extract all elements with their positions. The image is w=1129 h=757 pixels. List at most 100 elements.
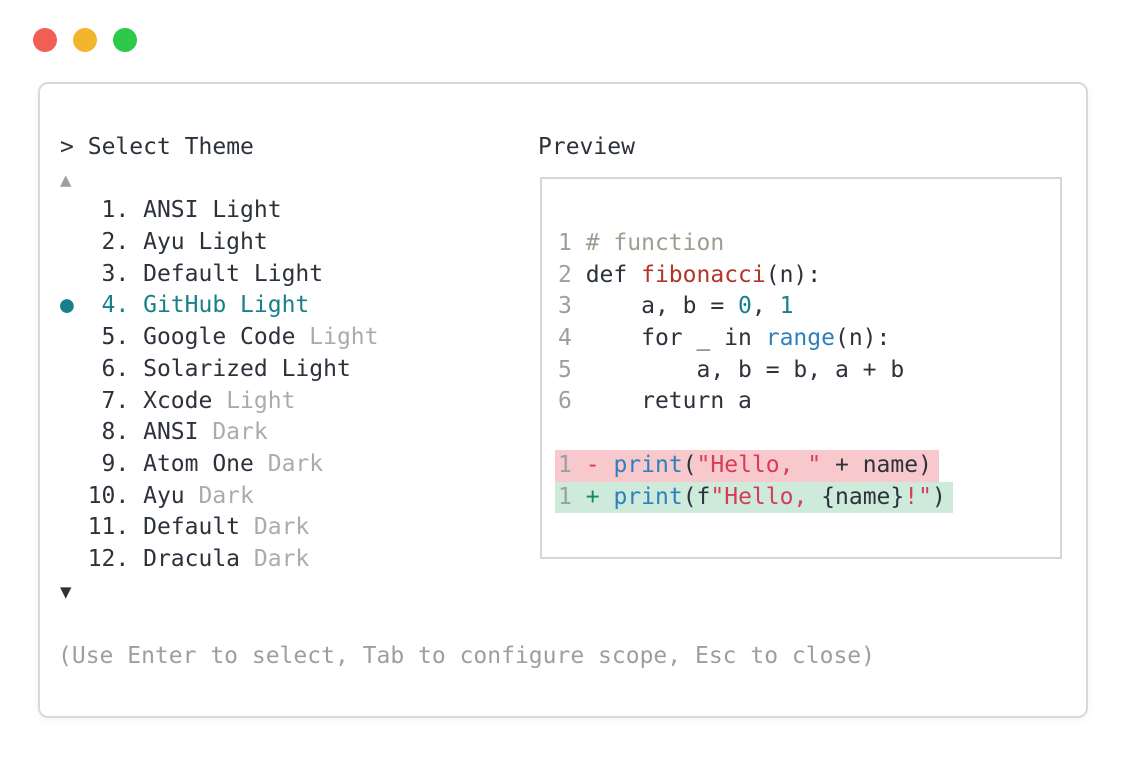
keyboard-hint: (Use Enter to select, Tab to configure s… <box>58 643 875 669</box>
theme-option-variant: Dark <box>212 419 268 446</box>
bullet-placeholder <box>60 261 88 287</box>
code-token: 3 <box>558 293 572 320</box>
code-token: 1 <box>558 483 572 510</box>
code-token: , <box>751 293 780 320</box>
theme-option-11[interactable]: 11. Default Dark <box>60 512 379 544</box>
theme-option-label: 10. Ayu <box>87 482 199 509</box>
code-line-1: 1 # function <box>558 228 953 260</box>
bullet-placeholder <box>60 388 88 414</box>
theme-option-variant: Light <box>309 324 379 351</box>
bullet-placeholder <box>60 451 88 477</box>
code-token: 2 <box>558 261 572 288</box>
theme-option-label: 7. Xcode <box>87 387 227 414</box>
theme-option-label: 9. Atom One <box>87 450 268 477</box>
theme-option-variant: Dark <box>267 450 324 477</box>
scroll-up-icon[interactable]: ▲ <box>60 168 72 191</box>
code-token: range <box>765 325 835 352</box>
code-token: 5 <box>558 356 572 383</box>
select-theme-prompt: > Select Theme <box>60 132 379 164</box>
bullet-placeholder <box>60 546 88 572</box>
code-line-3: 3 a, b = 0, 1 <box>558 291 953 323</box>
code-token: 0 <box>738 293 752 320</box>
theme-option-label: 6. Solarized Light <box>87 355 351 382</box>
code-token: 1 <box>779 293 794 320</box>
theme-option-12[interactable]: 12. Dracula Dark <box>60 544 379 576</box>
code-token: ) <box>931 483 946 510</box>
theme-option-variant: Light <box>226 387 296 414</box>
code-token: 1 <box>558 451 572 478</box>
code-token <box>600 452 614 478</box>
code-token: print <box>613 451 683 478</box>
bullet-placeholder <box>60 483 88 509</box>
theme-option-3[interactable]: 3. Default Light <box>60 259 379 291</box>
theme-option-label: 3. Default Light <box>87 260 324 287</box>
selected-bullet-icon: ● <box>60 292 88 319</box>
prompt-symbol: > <box>60 134 74 160</box>
code-token <box>600 484 614 510</box>
code-token: "Hello, <box>710 483 822 510</box>
scroll-down-icon[interactable]: ▼ <box>60 580 72 603</box>
theme-option-label: 12. Dracula <box>87 545 254 572</box>
code-token: return a <box>571 388 752 415</box>
theme-option-label: 5. Google Code <box>87 324 310 351</box>
window-controls <box>33 28 137 52</box>
code-token: "Hello, " <box>696 451 822 478</box>
code-token: (f <box>682 483 711 510</box>
theme-option-label: 11. Default <box>87 514 254 541</box>
bullet-placeholder <box>60 356 88 382</box>
code-token: a, b = <box>571 293 739 320</box>
theme-option-variant: Dark <box>253 514 310 541</box>
theme-option-10[interactable]: 10. Ayu Dark <box>60 481 379 513</box>
theme-option-1[interactable]: 1. ANSI Light <box>60 195 379 227</box>
code-token: 1 <box>558 230 572 256</box>
theme-picker-window: > Select Theme ▲ 1. ANSI Light 2. Ayu Li… <box>38 82 1088 718</box>
code-token: # function <box>585 230 725 256</box>
code-token: !" <box>904 483 932 510</box>
code-token: 4 <box>558 325 572 352</box>
theme-option-label: 4. GitHub Light <box>87 292 310 319</box>
code-token: a, b = b, a + b <box>571 356 905 383</box>
theme-option-6[interactable]: 6. Solarized Light <box>60 354 379 386</box>
theme-option-variant: Dark <box>253 545 310 572</box>
code-token: (n): <box>834 325 891 352</box>
code-token: 6 <box>558 388 572 415</box>
theme-option-8[interactable]: 8. ANSI Dark <box>60 417 379 449</box>
code-token <box>572 452 586 478</box>
theme-option-label: 1. ANSI Light <box>87 197 282 224</box>
maximize-window-button[interactable] <box>113 28 137 52</box>
bullet-placeholder <box>60 229 88 255</box>
close-window-button[interactable] <box>33 28 57 52</box>
code-token <box>572 230 586 256</box>
preview-label: Preview <box>538 134 635 160</box>
theme-option-5[interactable]: 5. Google Code Light <box>60 322 379 354</box>
theme-option-9[interactable]: 9. Atom One Dark <box>60 449 379 481</box>
bullet-placeholder <box>60 324 88 350</box>
code-token: (n): <box>765 261 822 288</box>
code-token: print <box>613 483 683 510</box>
theme-option-4[interactable]: ● 4. GitHub Light <box>60 290 379 322</box>
code-line-6: 6 return a <box>558 386 953 418</box>
code-token: - <box>585 451 600 478</box>
code-line-blank <box>558 418 953 450</box>
code-token: ( <box>682 451 697 478</box>
minimize-window-button[interactable] <box>73 28 97 52</box>
theme-option-2[interactable]: 2. Ayu Light <box>60 227 379 259</box>
theme-list: 1. ANSI Light 2. Ayu Light 3. Default Li… <box>60 195 379 575</box>
code-token <box>572 484 586 510</box>
code-token: fibonacci <box>641 261 766 288</box>
code-token: {name} <box>821 483 905 510</box>
code-token: + name) <box>821 451 932 478</box>
code-token: + <box>585 483 600 510</box>
theme-option-7[interactable]: 7. Xcode Light <box>60 386 379 418</box>
diff-line-removed: 1 - print("Hello, " + name) <box>555 449 939 482</box>
bullet-placeholder <box>60 419 88 445</box>
diff-line-added: 1 + print(f"Hello, {name}!") <box>555 481 953 514</box>
prompt-title: Select Theme <box>87 134 254 160</box>
code-line-2: 2 def fibonacci(n): <box>558 260 953 292</box>
theme-option-label: 8. ANSI <box>87 419 213 446</box>
code-line-4: 4 for _ in range(n): <box>558 323 953 355</box>
bullet-placeholder <box>60 197 88 223</box>
theme-option-label: 2. Ayu Light <box>87 229 268 256</box>
